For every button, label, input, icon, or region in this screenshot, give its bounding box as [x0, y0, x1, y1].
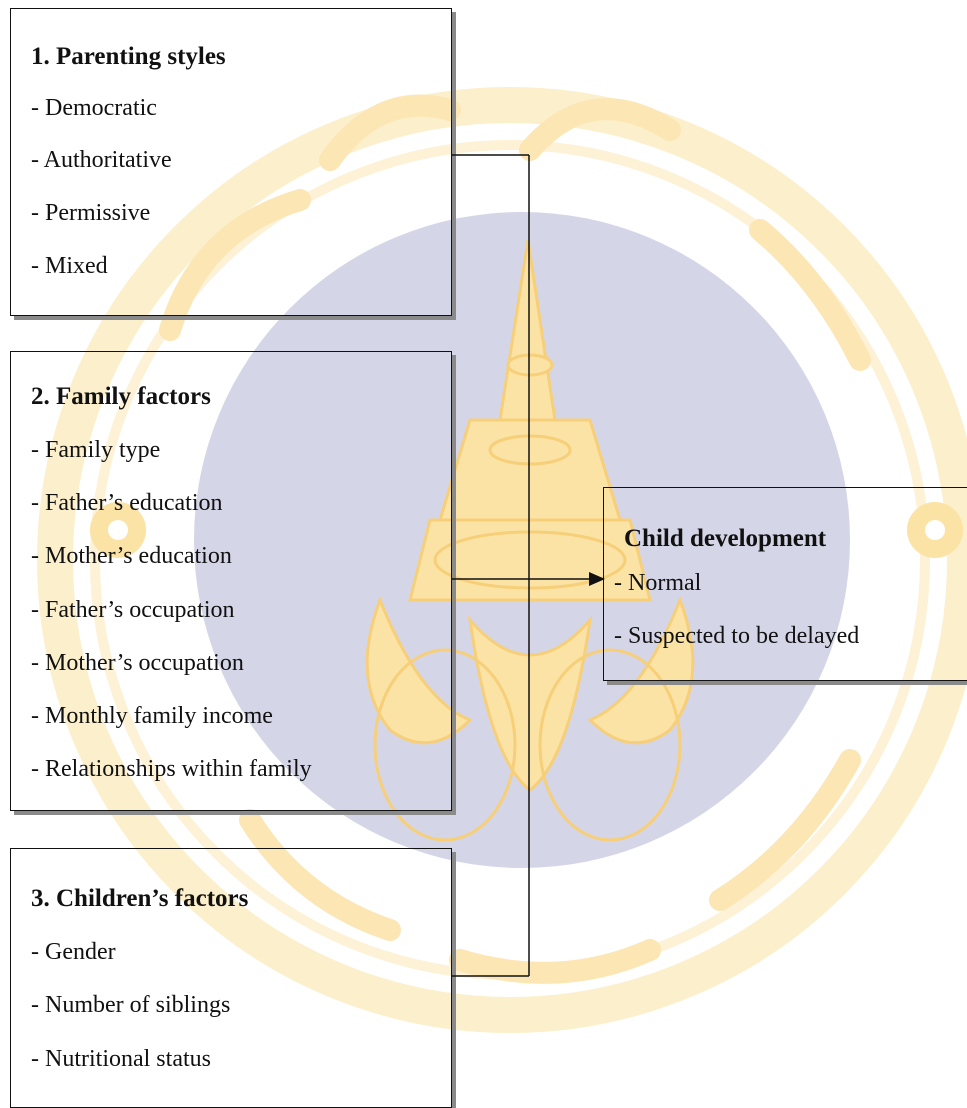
box-item: - Mixed: [31, 253, 108, 279]
box-item: - Normal: [614, 570, 702, 596]
box-item: - Authoritative: [31, 147, 172, 173]
child-development-box: Child development - Normal - Suspected t…: [603, 487, 967, 681]
box-title: 2. Family factors: [31, 383, 211, 410]
box-item: - Mother’s education: [31, 543, 232, 569]
box-title: 1. Parenting styles: [31, 43, 226, 70]
box-title: Child development: [624, 525, 827, 552]
box-item: - Mother’s occupation: [31, 650, 244, 676]
parenting-styles-box: 1. Parenting styles - Democratic - Autho…: [10, 8, 452, 316]
box-item: - Number of siblings: [31, 992, 231, 1018]
box-item: - Relationships within family: [31, 756, 312, 782]
box-item: - Monthly family income: [31, 703, 273, 729]
box-item: - Father’s occupation: [31, 597, 235, 623]
family-factors-box: 2. Family factors - Family type - Father…: [10, 351, 452, 811]
box-item: - Nutritional status: [31, 1046, 211, 1072]
box-item: - Suspected to be delayed: [614, 623, 860, 649]
childrens-factors-box: 3. Children’s factors - Gender - Number …: [10, 848, 452, 1108]
box-item: - Gender: [31, 939, 116, 965]
box-item: - Democratic: [31, 95, 157, 121]
box-item: - Permissive: [31, 200, 151, 226]
box-item: - Family type: [31, 437, 161, 463]
box-title: 3. Children’s factors: [31, 885, 249, 912]
box-item: - Father’s education: [31, 490, 223, 516]
